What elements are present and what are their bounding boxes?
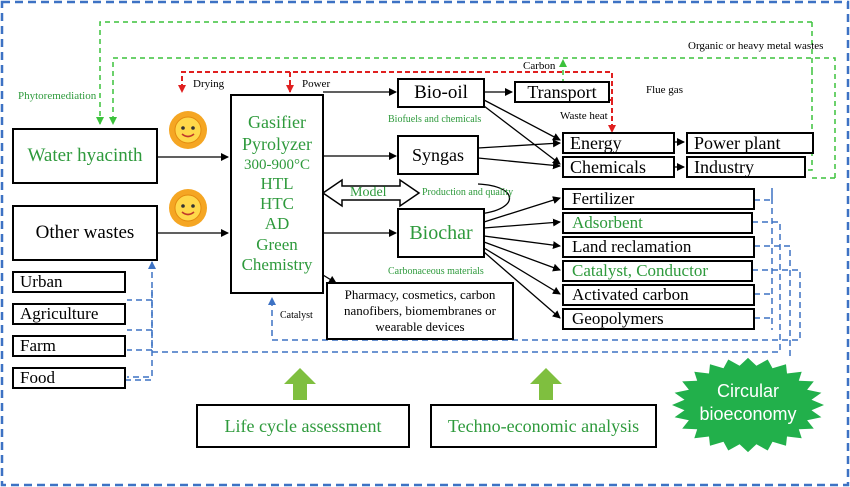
- circular-bioeconomy-badge: [672, 357, 824, 453]
- pharmacy-box: Pharmacy, cosmetics, carbon nanofibers, …: [326, 282, 514, 340]
- process-ad: AD: [264, 214, 290, 234]
- black-arrows: [157, 88, 685, 319]
- label-production-quality: Production and quality: [422, 187, 514, 198]
- tea-up-arrow: [530, 368, 562, 400]
- lca-up-arrow: [284, 368, 316, 400]
- sun-icon: [169, 189, 207, 227]
- process-temperature: 300-900°C: [244, 156, 310, 173]
- application-adsorbent: Adsorbent: [562, 212, 753, 234]
- process-chemistry: Chemistry: [241, 255, 313, 275]
- chemicals-box: Chemicals: [562, 156, 675, 178]
- water-hyacinth-box: Water hyacinth: [12, 128, 158, 184]
- application-geopolymers: Geopolymers: [562, 308, 755, 330]
- category-urban: Urban: [12, 271, 126, 293]
- category-food: Food: [12, 367, 126, 389]
- process-pyrolyzer: Pyrolyzer: [242, 134, 312, 155]
- category-agriculture: Agriculture: [12, 303, 126, 325]
- label-carbonaceous: Carbonaceous materials: [388, 266, 484, 277]
- label-biofuels: Biofuels and chemicals: [388, 114, 482, 125]
- label-carbon: Carbon: [523, 60, 556, 72]
- application-catalyst-conductor: Catalyst, Conductor: [562, 260, 753, 282]
- label-phytoremediation: Phytoremediation: [18, 90, 97, 102]
- application-land-reclamation: Land reclamation: [562, 236, 755, 258]
- process-htl: HTL: [260, 173, 294, 193]
- process-green: Green: [256, 234, 298, 254]
- blue-return-lines: [125, 188, 801, 381]
- sun-icon: [169, 111, 207, 149]
- syngas-box: Syngas: [397, 135, 479, 175]
- lca-box: Life cycle assessment: [196, 404, 410, 448]
- model-double-arrow: [321, 178, 421, 208]
- power-plant-box: Power plant: [686, 132, 814, 154]
- application-activated-carbon: Activated carbon: [562, 284, 755, 306]
- label-catalyst: Catalyst: [280, 310, 313, 321]
- badge-line-2: bioeconomy: [699, 403, 797, 424]
- label-organic-wastes: Organic or heavy metal wastes: [688, 40, 824, 52]
- process-gasifier: Gasifier: [248, 112, 306, 133]
- process-box: Gasifier Pyrolyzer 300-900°C HTL HTC AD …: [230, 94, 324, 294]
- tea-box: Techno-economic analysis: [430, 404, 657, 448]
- energy-box: Energy: [562, 132, 675, 154]
- model-label: Model: [350, 185, 387, 200]
- other-wastes-box: Other wastes: [12, 205, 158, 261]
- label-drying: Drying: [193, 78, 225, 90]
- transport-box: Transport: [514, 81, 610, 103]
- application-fertilizer: Fertilizer: [562, 188, 755, 210]
- bio-oil-box: Bio-oil: [397, 78, 485, 108]
- red-arrows: [178, 71, 616, 133]
- category-farm: Farm: [12, 335, 126, 357]
- process-htc: HTC: [260, 194, 294, 213]
- green-feedback-loops: [96, 21, 836, 179]
- label-flue-gas: Flue gas: [646, 84, 683, 96]
- badge-text: Circular bioeconomy: [676, 380, 820, 425]
- badge-line-1: Circular: [716, 381, 779, 401]
- industry-box: Industry: [686, 156, 806, 178]
- label-power: Power: [302, 78, 331, 90]
- biochar-box: Biochar: [397, 208, 485, 258]
- label-waste-heat: Waste heat: [560, 110, 608, 122]
